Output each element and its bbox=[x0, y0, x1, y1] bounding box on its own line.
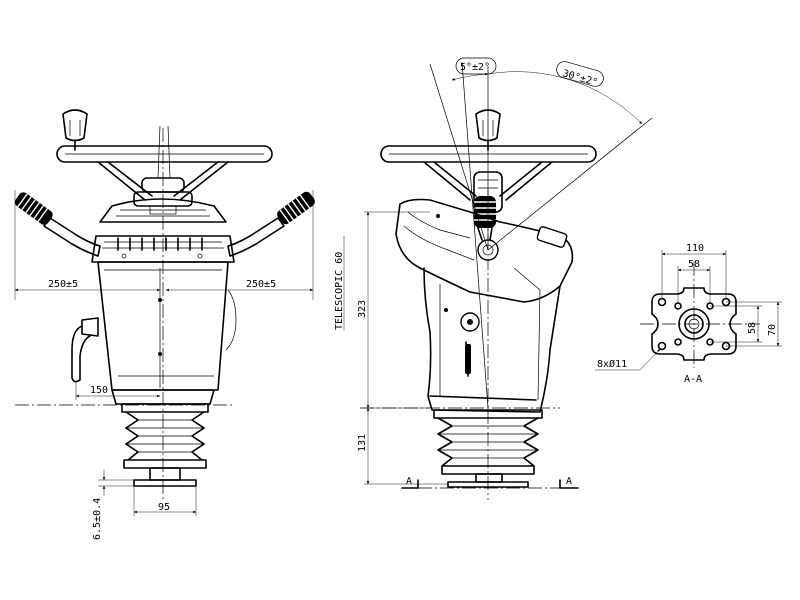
grip-side bbox=[474, 196, 496, 241]
section-marker-left: A bbox=[406, 476, 412, 487]
base-side bbox=[447, 473, 529, 488]
dim-left-250-label: 250±5 bbox=[48, 279, 78, 290]
dim-58-h: 58 bbox=[677, 259, 711, 304]
section-view: 110 58 58 70 8xØ11 A-A bbox=[595, 243, 782, 385]
bellows-front bbox=[121, 403, 209, 469]
hole-callout: 8xØ11 bbox=[595, 348, 661, 371]
front-view: 250±5 250±5 150 95 6.5±0.4 bbox=[14, 109, 315, 540]
column-body-side bbox=[423, 267, 561, 413]
dim-95: 95 bbox=[133, 486, 197, 516]
dim-58-v: 58 bbox=[710, 305, 762, 343]
dim-6-5: 6.5±0.4 bbox=[92, 470, 134, 540]
dim-left-250: 250±5 bbox=[14, 190, 161, 300]
dim-right-250: 250±5 bbox=[165, 190, 314, 300]
right-lever bbox=[227, 191, 315, 257]
dim-70-v-label: 70 bbox=[767, 324, 778, 336]
hole-callout-label: 8xØ11 bbox=[597, 358, 627, 370]
dim-110: 110 bbox=[661, 243, 727, 300]
dim-6-5-label: 6.5±0.4 bbox=[92, 498, 103, 540]
dim-131-label: 131 bbox=[357, 434, 368, 452]
telescopic-label-group: TELESCOPIC 60 bbox=[334, 236, 345, 330]
tilt-lever-front bbox=[71, 317, 99, 383]
dim-150: 150 bbox=[75, 382, 161, 400]
side-view: A A 323 131 TELESCOPIC 60 bbox=[334, 57, 653, 500]
section-title: A-A bbox=[684, 374, 702, 385]
dim-70-v: 70 bbox=[726, 301, 782, 347]
steering-wheel-side bbox=[380, 145, 597, 201]
dim-58-h-label: 58 bbox=[688, 259, 700, 270]
dim-110-label: 110 bbox=[686, 243, 704, 254]
section-marker-right: A bbox=[566, 476, 572, 487]
dim-right-250-label: 250±5 bbox=[246, 279, 276, 290]
dim-131: 131 bbox=[357, 407, 448, 485]
dim-95-label: 95 bbox=[158, 502, 170, 513]
steering-wheel-front bbox=[56, 125, 273, 201]
wheel-hub bbox=[99, 177, 227, 223]
section-line: A A bbox=[401, 476, 579, 489]
column-housing-front bbox=[97, 261, 237, 405]
dim-58-v-label: 58 bbox=[747, 322, 758, 334]
telescopic-label: TELESCOPIC 60 bbox=[334, 252, 345, 330]
base-plate-front bbox=[133, 467, 197, 487]
wheel-knob bbox=[62, 109, 88, 151]
dim-323-label: 323 bbox=[357, 300, 368, 318]
dim-150-label: 150 bbox=[90, 385, 108, 396]
angle-large-label: 30°±2° bbox=[561, 68, 599, 89]
switch-block bbox=[91, 235, 235, 263]
angle-small-label: 5°±2° bbox=[460, 62, 490, 73]
dim-323: 323 bbox=[357, 211, 430, 409]
left-lever bbox=[14, 192, 101, 257]
angle-dims: 5°±2° 30°±2° bbox=[429, 57, 653, 251]
